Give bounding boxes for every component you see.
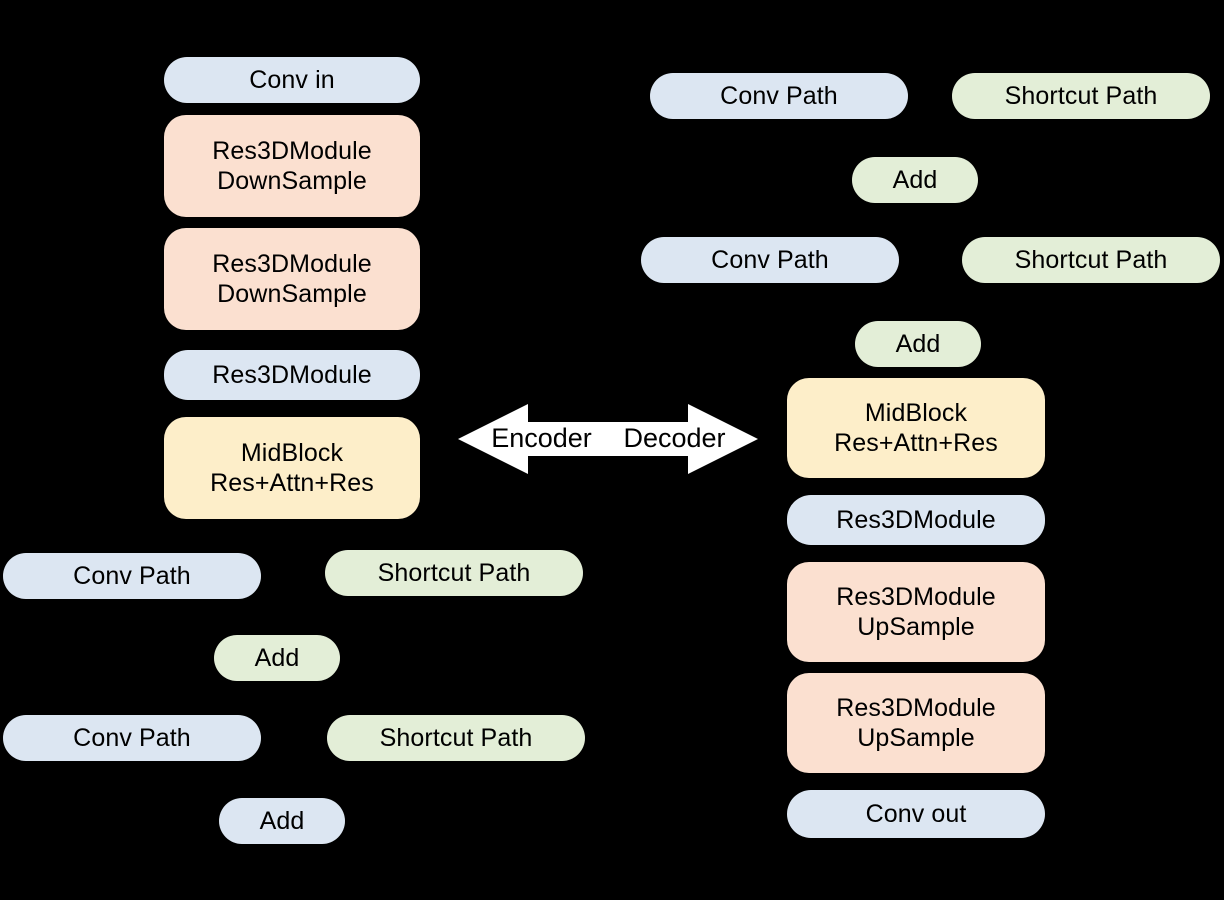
node-add-bl-1[interactable]: Add <box>214 635 340 681</box>
decoder-arrow <box>608 404 758 474</box>
node-label: Res3DModule DownSample <box>212 249 372 309</box>
node-conv-path-bl-2[interactable]: Conv Path <box>3 715 261 761</box>
node-res3dmodule-upsample-2[interactable]: Res3DModule UpSample <box>787 673 1045 773</box>
node-label: Conv Path <box>720 81 838 110</box>
node-shortcut-path-bl-1[interactable]: Shortcut Path <box>325 550 583 596</box>
node-label: Conv Path <box>73 561 191 590</box>
node-label: Res3DModule <box>836 505 996 534</box>
node-res3dmodule-downsample-2[interactable]: Res3DModule DownSample <box>164 228 420 330</box>
encoder-arrow <box>458 404 608 474</box>
node-label: Res3DModule DownSample <box>212 136 372 196</box>
node-label: Res3DModule <box>212 360 372 389</box>
node-label: Res3DModule UpSample <box>836 582 996 642</box>
right-arrow-icon <box>608 404 758 474</box>
node-midblock-decoder[interactable]: MidBlock Res+Attn+Res <box>787 378 1045 478</box>
node-midblock-encoder[interactable]: MidBlock Res+Attn+Res <box>164 417 420 519</box>
node-res3dmodule-upsample-1[interactable]: Res3DModule UpSample <box>787 562 1045 662</box>
node-label: MidBlock Res+Attn+Res <box>210 438 374 498</box>
node-conv-path-tr-2[interactable]: Conv Path <box>641 237 899 283</box>
node-res3dmodule-encoder[interactable]: Res3DModule <box>164 350 420 400</box>
node-conv-path-tr-1[interactable]: Conv Path <box>650 73 908 119</box>
node-conv-path-bl-1[interactable]: Conv Path <box>3 553 261 599</box>
decoder-label: Decoder <box>623 423 726 453</box>
node-res3dmodule-decoder[interactable]: Res3DModule <box>787 495 1045 545</box>
node-conv-out[interactable]: Conv out <box>787 790 1045 838</box>
node-label: Shortcut Path <box>1004 81 1158 110</box>
node-label: Conv in <box>249 65 335 94</box>
node-label: MidBlock Res+Attn+Res <box>834 398 998 458</box>
node-add-bl-2[interactable]: Add <box>219 798 345 844</box>
node-add-tr-1[interactable]: Add <box>852 157 978 203</box>
left-arrow-icon <box>458 404 608 474</box>
node-label: Conv Path <box>73 723 191 752</box>
node-label: Conv Path <box>711 245 829 274</box>
node-shortcut-path-bl-2[interactable]: Shortcut Path <box>327 715 585 761</box>
node-label: Add <box>892 165 938 194</box>
node-label: Add <box>254 643 300 672</box>
node-label: Conv out <box>865 799 967 828</box>
node-shortcut-path-tr-1[interactable]: Shortcut Path <box>952 73 1210 119</box>
encoder-label: Encoder <box>491 423 592 453</box>
node-label: Res3DModule UpSample <box>836 693 996 753</box>
node-label: Shortcut Path <box>377 558 531 587</box>
node-label: Shortcut Path <box>1014 245 1168 274</box>
node-shortcut-path-tr-2[interactable]: Shortcut Path <box>962 237 1220 283</box>
node-label: Shortcut Path <box>379 723 533 752</box>
node-res3dmodule-downsample-1[interactable]: Res3DModule DownSample <box>164 115 420 217</box>
node-add-tr-2[interactable]: Add <box>855 321 981 367</box>
node-label: Add <box>895 329 941 358</box>
node-label: Add <box>259 806 305 835</box>
node-conv-in[interactable]: Conv in <box>164 57 420 103</box>
